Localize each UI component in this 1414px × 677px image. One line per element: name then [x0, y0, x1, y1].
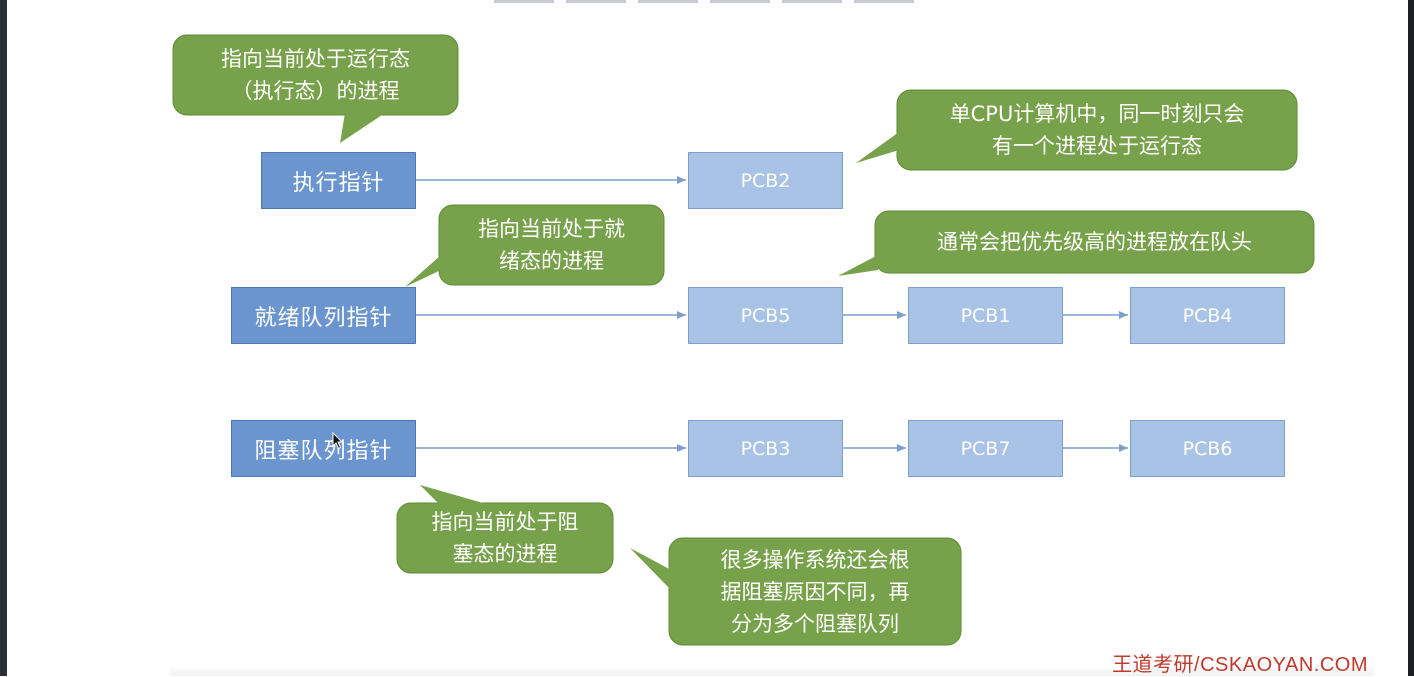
slide-bottom-edge	[170, 666, 1374, 676]
callout-multi-blocked: 很多操作系统还会根 据阻塞原因不同，再 分为多个阻塞队列	[669, 538, 961, 645]
callout-line: 据阻塞原因不同，再	[720, 579, 910, 604]
callout-line: 绪态的进程	[499, 249, 604, 273]
running-pointer-box: 执行指针	[261, 152, 416, 209]
blocked-queue-pointer-box: 阻塞队列指针	[231, 420, 416, 477]
callout-line: 指向当前处于就	[478, 217, 625, 241]
ready-queue-pointer-box: 就绪队列指针	[231, 287, 416, 344]
top-toolbar-tab	[494, 0, 554, 3]
top-toolbar-tab	[638, 0, 698, 3]
callout-priority: 通常会把优先级高的进程放在队头	[875, 211, 1314, 273]
top-toolbar-tab	[566, 0, 626, 3]
callout-line: 指向当前处于运行态	[221, 47, 410, 71]
pcb-box-ready: PCB5	[688, 287, 843, 344]
callout-line: 分为多个阻塞队列	[731, 611, 899, 636]
top-toolbar-tab	[782, 0, 842, 3]
pcb-box-running: PCB2	[688, 152, 843, 209]
callout-single-cpu: 单CPU计算机中，同一时刻只会 有一个进程处于运行态	[897, 90, 1297, 170]
watermark-text: 王道考研/CSKAOYAN.COM	[1112, 654, 1368, 676]
callout-line: 很多操作系统还会根	[720, 547, 910, 572]
right-window-edge	[1408, 0, 1414, 676]
callout-line: 有一个进程处于运行态	[992, 134, 1202, 158]
mouse-pointer-icon	[332, 432, 344, 450]
callout-line: 指向当前处于阻	[431, 510, 579, 534]
callout-line: 塞态的进程	[452, 542, 558, 566]
pcb-box-blocked: PCB6	[1130, 420, 1285, 477]
pcb-box-blocked: PCB7	[908, 420, 1063, 477]
top-toolbar-tab	[710, 0, 770, 3]
pcb-box-ready: PCB1	[908, 287, 1063, 344]
callout-line: 通常会把优先级高的进程放在队头	[937, 230, 1252, 254]
callout-blocked-pointer: 指向当前处于阻 塞态的进程	[397, 503, 613, 573]
callout-ready-pointer: 指向当前处于就 绪态的进程	[439, 205, 664, 285]
callout-line: （执行态）的进程	[231, 79, 400, 103]
left-window-edge	[0, 0, 7, 676]
callout-line: 单CPU计算机中，同一时刻只会	[949, 102, 1245, 126]
top-toolbar-tab	[854, 0, 914, 3]
callout-running-pointer: 指向当前处于运行态 （执行态）的进程	[173, 35, 458, 115]
pcb-box-ready: PCB4	[1130, 287, 1285, 344]
pcb-box-blocked: PCB3	[688, 420, 843, 477]
